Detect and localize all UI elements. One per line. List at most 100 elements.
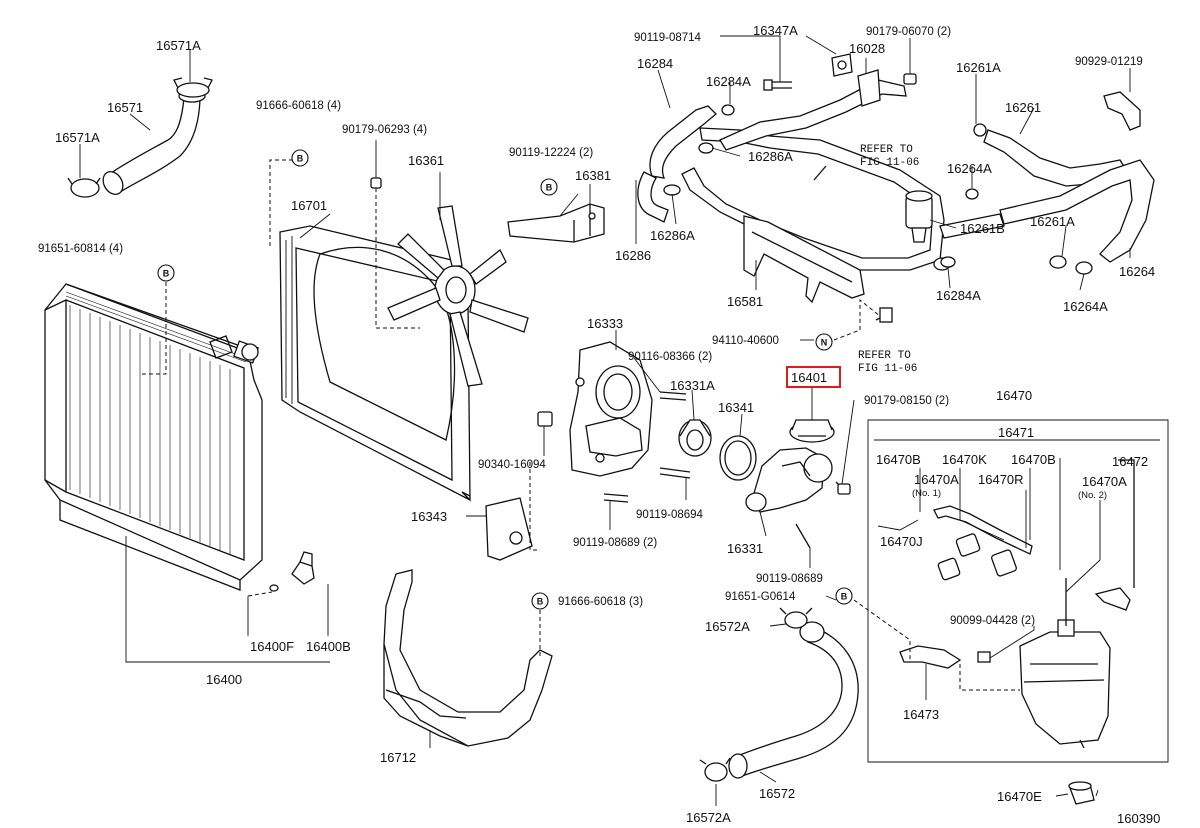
label-16701[interactable]: 16701 <box>291 198 327 213</box>
label-90179-08150-2[interactable]: 90179-08150 (2) <box>864 395 949 407</box>
label-90119-08714[interactable]: 90119-08714 <box>634 32 702 44</box>
ref-top-line1[interactable]: REFER TO <box>860 144 913 156</box>
label-91666-60618-4[interactable]: 91666-60618 (4) <box>256 100 341 112</box>
bolt-90099-04428[interactable] <box>977 651 991 663</box>
lower-fan-shroud-16712[interactable] <box>383 569 553 747</box>
label-16343[interactable]: 16343 <box>411 509 447 524</box>
label-16400F[interactable]: 16400F <box>250 639 294 654</box>
label-16400B[interactable]: 16400B <box>306 639 351 654</box>
label-16470R[interactable]: 16470R <box>978 472 1024 487</box>
bracket-16473[interactable] <box>899 645 962 669</box>
label-16470A-b[interactable]: 16470A <box>1082 474 1127 489</box>
label-16347A[interactable]: 16347A <box>753 23 798 38</box>
water-inlet-housing-16333[interactable] <box>569 341 653 477</box>
bolt-90119-08714[interactable] <box>763 79 792 91</box>
label-16261A-top[interactable]: 16261A <box>956 60 1001 75</box>
lower-radiator-hose-16572[interactable] <box>728 621 859 779</box>
label-16401[interactable]: 16401 <box>791 370 827 385</box>
reserve-tank-16470[interactable] <box>1019 619 1111 749</box>
label-90116-08366-2[interactable]: 90116-08366 (2) <box>628 351 712 363</box>
label-16284A-top[interactable]: 16284A <box>706 74 751 89</box>
label-16261B[interactable]: 16261B <box>960 221 1005 236</box>
label-90929-01219[interactable]: 90929-01219 <box>1075 56 1143 68</box>
label-16331A[interactable]: 16331A <box>670 378 715 393</box>
nut-90179-06070[interactable] <box>903 73 917 85</box>
label-16473[interactable]: 16473 <box>903 707 939 722</box>
stud-bolt-90116-08366[interactable] <box>659 391 687 401</box>
cap-16470E[interactable] <box>1068 781 1095 805</box>
label-16028[interactable]: 16028 <box>849 41 885 56</box>
bracket-16581[interactable] <box>743 215 865 304</box>
label-16286A[interactable]: 16286A <box>650 228 695 243</box>
clamp-16284A[interactable] <box>721 104 956 268</box>
bracket-16028[interactable] <box>857 69 881 107</box>
label-16470A-a[interactable]: 16470A <box>914 472 959 487</box>
label-16284A[interactable]: 16284A <box>936 288 981 303</box>
label-16341[interactable]: 16341 <box>718 400 754 415</box>
heater-pipe-16284[interactable] <box>649 79 951 271</box>
radiator-cap-16401[interactable] <box>789 419 835 443</box>
label-16470B-b[interactable]: 16470B <box>1011 452 1056 467</box>
label-90119-08694[interactable]: 90119-08694 <box>636 509 704 521</box>
hose-clamp-16571A-bottom[interactable] <box>67 177 101 198</box>
clamps-16261A-16264A[interactable] <box>965 123 1093 275</box>
label-16400[interactable]: 16400 <box>206 672 242 687</box>
bolts-misc[interactable] <box>370 165 893 549</box>
fan-16361[interactable] <box>387 205 529 387</box>
label-90340-16094[interactable]: 90340-16094 <box>478 459 546 471</box>
pipe-16264[interactable] <box>939 159 1155 263</box>
label-16361[interactable]: 16361 <box>408 153 444 168</box>
label-16264A[interactable]: 16264A <box>1063 299 1108 314</box>
label-90119-12224-2[interactable]: 90119-12224 (2) <box>509 147 593 159</box>
label-16571A-top[interactable]: 16571A <box>156 38 201 53</box>
ref-bottom-line2[interactable]: FIG 11-06 <box>858 363 917 375</box>
label-16261A[interactable]: 16261A <box>1030 214 1075 229</box>
label-90099-04428-2[interactable]: 90099-04428 (2) <box>950 615 1035 627</box>
label-16572A[interactable]: 16572A <box>686 810 731 825</box>
label-16264A-top[interactable]: 16264A <box>947 161 992 176</box>
label-90119-08689-2[interactable]: 90119-08689 (2) <box>573 537 657 549</box>
label-16286A-top[interactable]: 16286A <box>748 149 793 164</box>
label-16572[interactable]: 16572 <box>759 786 795 801</box>
bracket-16347A[interactable] <box>831 53 853 77</box>
label-16333[interactable]: 16333 <box>587 316 623 331</box>
label-91651-60814-4[interactable]: 91651-60814 (4) <box>38 243 123 255</box>
label-91651-G0614[interactable]: 91651-G0614 <box>725 591 796 603</box>
label-94110-40600[interactable]: 94110-40600 <box>712 335 779 347</box>
label-90179-06070-2[interactable]: 90179-06070 (2) <box>866 26 951 38</box>
label-16472[interactable]: 16472 <box>1112 454 1148 469</box>
label-16331[interactable]: 16331 <box>727 541 763 556</box>
label-16470E[interactable]: 16470E <box>997 789 1042 804</box>
ref-bottom-line1[interactable]: REFER TO <box>858 350 911 362</box>
label-90119-08689[interactable]: 90119-08689 <box>756 573 823 585</box>
radiator-16400[interactable] <box>44 283 263 591</box>
plug-90340-16094[interactable] <box>537 411 553 427</box>
drain-plug-gasket-16400F[interactable] <box>269 584 279 592</box>
reserve-tank-hoses[interactable] <box>933 459 1135 626</box>
label-16470[interactable]: 16470 <box>996 388 1032 403</box>
ref-top-line2[interactable]: FIG 11-06 <box>860 157 919 169</box>
hose-clamp-16572A-bottom[interactable] <box>699 757 731 782</box>
label-16470K[interactable]: 16470K <box>942 452 987 467</box>
drain-cock-16400B[interactable] <box>291 551 315 585</box>
label-16261[interactable]: 16261 <box>1005 100 1041 115</box>
hose-clamp-16572A-top[interactable] <box>779 607 813 629</box>
label-16264[interactable]: 16264 <box>1119 264 1155 279</box>
label-16470J[interactable]: 16470J <box>880 534 923 549</box>
hose-16286[interactable] <box>637 171 669 223</box>
label-16571[interactable]: 16571 <box>107 100 143 115</box>
gasket-16341[interactable] <box>719 435 757 481</box>
bracket-90929-01219[interactable] <box>1103 91 1141 131</box>
bracket-16381[interactable] <box>507 203 605 243</box>
label-16470A-a-sub[interactable]: (No. 1) <box>912 488 941 499</box>
label-16572A-top[interactable]: 16572A <box>705 619 750 634</box>
label-91666-60618-3[interactable]: 91666-60618 (3) <box>558 596 643 608</box>
label-16571A-bottom[interactable]: 16571A <box>55 130 100 145</box>
label-16286[interactable]: 16286 <box>615 248 651 263</box>
label-90179-06293-4[interactable]: 90179-06293 (4) <box>342 124 427 136</box>
bracket-16343[interactable] <box>485 497 533 561</box>
thermostat-16331A[interactable] <box>678 419 712 457</box>
valve-16261B[interactable] <box>905 190 933 243</box>
label-16581[interactable]: 16581 <box>727 294 763 309</box>
label-16471[interactable]: 16471 <box>998 425 1034 440</box>
